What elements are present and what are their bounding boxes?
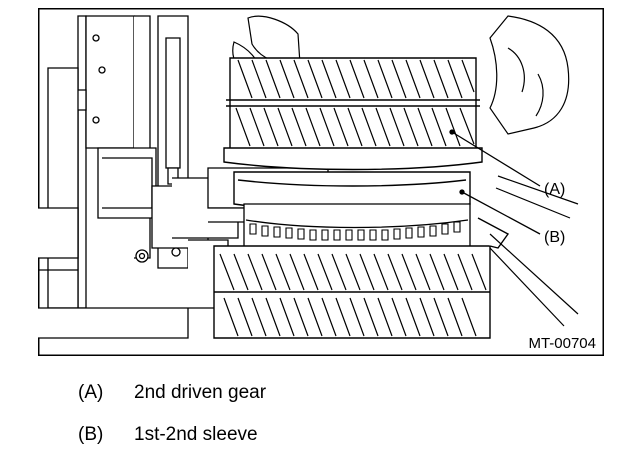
transmission-illustration: (A) (B) MT-00704 xyxy=(38,8,604,356)
callout-b: (B) xyxy=(544,229,565,246)
support-rails xyxy=(489,175,579,327)
callout-a: (A) xyxy=(544,181,565,198)
legend-text: 2nd driven gear xyxy=(134,382,267,403)
leader-lines xyxy=(449,129,541,235)
second-driven-gear xyxy=(223,57,483,171)
leader-dot-b xyxy=(459,189,465,195)
press-fixture xyxy=(38,15,329,339)
legend-key: (A) xyxy=(78,382,104,403)
synchro-teeth xyxy=(249,221,461,241)
parts-legend: (A) 2nd driven gear (B) 1st-2nd sleeve xyxy=(78,382,266,466)
legend-item: (A) 2nd driven gear xyxy=(78,382,266,424)
leader-line-b xyxy=(461,191,541,235)
legend-key: (B) xyxy=(78,424,104,445)
lower-gear xyxy=(213,217,510,339)
gear-teeth-a xyxy=(235,59,475,147)
figure-id: MT-00704 xyxy=(528,335,596,352)
leader-dot-a xyxy=(449,129,455,135)
legend-item: (B) 1st-2nd sleeve xyxy=(78,424,266,466)
illustration-svg: (A) (B) MT-00704 xyxy=(38,8,604,356)
synchronizer-ring xyxy=(243,203,471,256)
gear-teeth-lower xyxy=(219,253,487,337)
legend-text: 1st-2nd sleeve xyxy=(134,424,258,445)
leader-line-a xyxy=(451,131,541,187)
